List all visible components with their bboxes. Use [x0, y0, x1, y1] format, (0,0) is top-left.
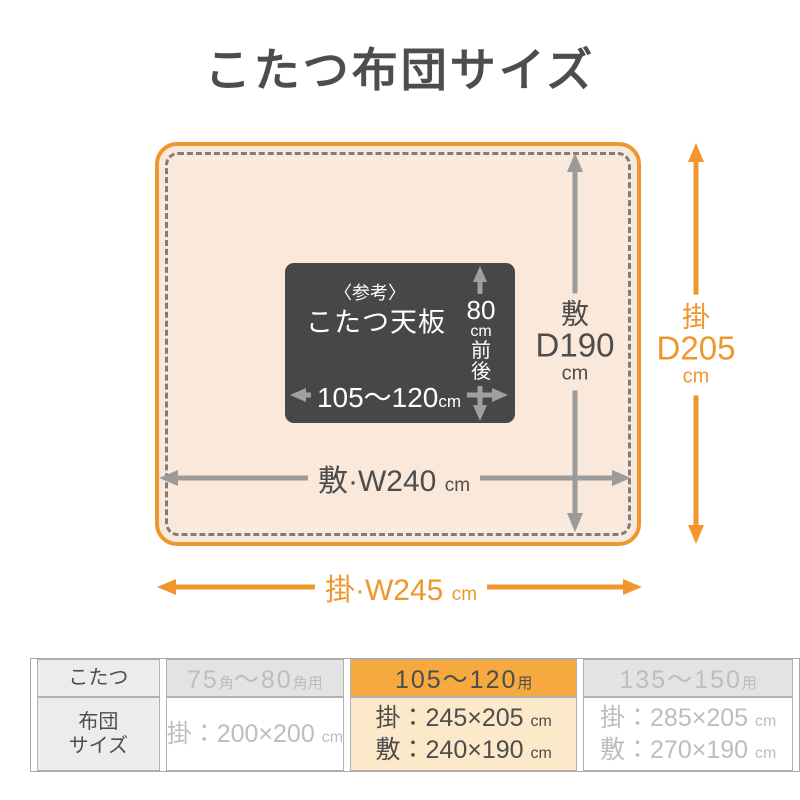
tabletop-depth-label: 80 cm 前 後: [464, 293, 498, 387]
size-cell-135-150: 掛：285×205 cm 敷：270×190 cm: [583, 697, 793, 771]
tabletop-width-label: 105〜120cm: [310, 376, 468, 416]
page-title: こたつ布団サイズ: [204, 44, 596, 96]
size-table: こたつ 75角〜80角用 105〜120用 135〜150用 布団 サイズ 掛：…: [30, 658, 800, 772]
tabletop-name: こたつ天板: [306, 307, 446, 338]
size-kake: 掛：245×205 cm: [375, 703, 552, 732]
size-cell-105-120-highlighted: 掛：245×205 cm 敷：240×190 cm: [350, 697, 578, 771]
row-label-kotatsu: こたつ: [37, 659, 160, 697]
kotatsu-tabletop-box: 〈参考〉 こたつ天板 105〜120cm 80 cm 前 後: [285, 263, 515, 423]
size-kake: 掛：200×200 cm: [166, 719, 344, 748]
col-header-135-150: 135〜150用: [583, 659, 793, 697]
col-header-105-120-highlighted: 105〜120用: [350, 659, 578, 697]
size-shiki: 敷：240×190 cm: [375, 736, 552, 764]
shiki-depth-label: 敷 D190 cm: [532, 293, 618, 391]
shiki-futon-outline: [165, 152, 631, 536]
size-kake: 掛：285×205 cm: [600, 703, 777, 732]
row-label-futon-size: 布団 サイズ: [37, 697, 160, 771]
table-row-futon-size: 布団 サイズ 掛：200×200 cm 掛：245×205 cm 敷：240×1…: [37, 697, 793, 771]
table-row-kotatsu: こたつ 75角〜80角用 105〜120用 135〜150用: [37, 659, 793, 697]
kake-depth-label: 掛 D205 cm: [653, 294, 739, 396]
tabletop-note: 〈参考〉: [334, 283, 406, 303]
size-cell-75-80: 掛：200×200 cm: [165, 697, 345, 771]
shiki-width-label: 敷·W240 cm: [307, 456, 481, 500]
col-header-75-80: 75角〜80角用: [165, 659, 345, 697]
kake-width-label: 掛·W245 cm: [314, 565, 488, 609]
size-shiki: 敷：270×190 cm: [600, 736, 777, 764]
